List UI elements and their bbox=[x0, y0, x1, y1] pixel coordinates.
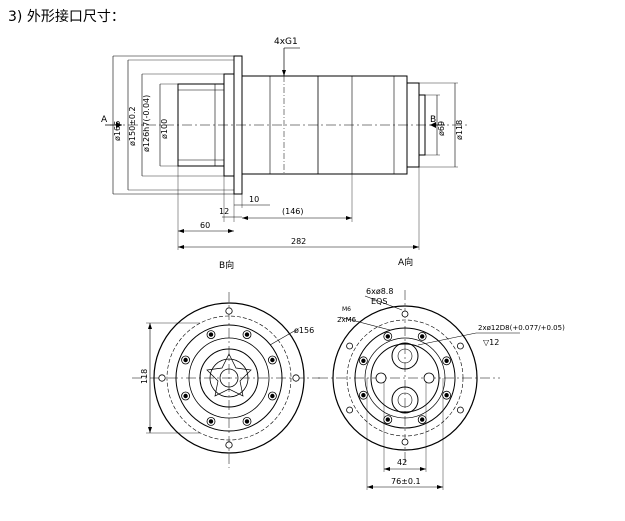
a-pin-bore-bottom bbox=[391, 386, 419, 414]
b-outer-bolt-hole bbox=[292, 374, 300, 382]
b-outer-bolt-hole bbox=[225, 307, 233, 315]
a-inner-bolt-core bbox=[444, 393, 449, 398]
view-b-labels: ø156 118 bbox=[140, 326, 314, 384]
a-pin-holes-label: 2xø12D8(+0.077/+0.05) bbox=[478, 324, 565, 332]
b-inner-bolt-core bbox=[208, 332, 214, 337]
a-outer-bolt-hole bbox=[346, 406, 354, 414]
a-inner-bolt-core bbox=[420, 334, 425, 339]
view-a-title: A向 bbox=[398, 256, 413, 268]
a-outer-bolt-hole bbox=[401, 438, 409, 446]
a-flat-bottom-label: 2xM6 bbox=[337, 316, 357, 324]
a-flat-top-label: M6 bbox=[342, 306, 351, 313]
a-pin-depth-label: ▽12 bbox=[483, 338, 499, 347]
b-dia-156-label: ø156 bbox=[294, 326, 314, 335]
a-inner-bolt-core bbox=[420, 417, 425, 422]
b-inner-bolt-core bbox=[183, 357, 188, 363]
view-b bbox=[132, 292, 320, 468]
input-bore bbox=[418, 94, 426, 156]
a-dim-76-label: 76±0.1 bbox=[391, 477, 421, 486]
b-dim-118-label: 118 bbox=[140, 369, 149, 384]
dim-60-label: 60 bbox=[200, 221, 210, 230]
a-eqs-label: EQS bbox=[371, 297, 387, 306]
dim-12-label: 12 bbox=[219, 207, 229, 216]
view-a-holes bbox=[346, 310, 464, 446]
view-b-holes bbox=[158, 307, 300, 449]
a-outer-bolt-hole bbox=[456, 406, 464, 414]
side-view-labels: 4xG1 A B ø166 ø150±0.2 ø126h7(-0.04) ø10… bbox=[101, 37, 464, 271]
a-outer-bolt-hole bbox=[346, 342, 354, 350]
view-a-labels: 6xø8.8 EQS M6 2xM6 2xø12D8(+0.077/+0.05)… bbox=[337, 287, 565, 486]
view-b-title: B向 bbox=[219, 259, 234, 271]
dia-69-label: ø69 bbox=[437, 121, 446, 136]
b-outer-bolt-hole bbox=[158, 374, 166, 382]
dim-282-label: 282 bbox=[291, 237, 306, 246]
a-outer-flange bbox=[332, 305, 478, 451]
a-inner-bolt-core bbox=[361, 358, 366, 363]
a-pin-bore-top bbox=[391, 342, 419, 370]
a-holes-label: 6xø8.8 bbox=[366, 287, 393, 296]
page-heading: 3) 外形接口尺寸： bbox=[8, 9, 125, 25]
a-inner-bolt-core bbox=[385, 417, 390, 422]
a-inner-bolt-core bbox=[444, 358, 449, 363]
dim-146-label: (146) bbox=[282, 207, 304, 216]
a-outer-bolt-hole bbox=[456, 342, 464, 350]
a-side-port bbox=[423, 372, 435, 384]
a-inner-bolt-core bbox=[385, 334, 390, 339]
a-outer-bolt-hole bbox=[401, 310, 409, 318]
dia-126-label: ø126h7(-0.04) bbox=[142, 95, 151, 152]
b-outer-bolt-hole bbox=[225, 441, 233, 449]
thread-callout: 4xG1 bbox=[274, 37, 298, 47]
b-outer-flange bbox=[153, 302, 305, 454]
side-view bbox=[105, 47, 470, 250]
a-inner-bolt-core bbox=[361, 393, 366, 398]
b-inner-bolt-core bbox=[208, 419, 214, 424]
b-inner-bolt-core bbox=[183, 393, 188, 399]
dia-150-label: ø150±0.2 bbox=[128, 106, 137, 146]
dia-118-label: ø118 bbox=[455, 120, 464, 140]
b-inner-bolt-core bbox=[244, 419, 250, 424]
b-inner-bolt-core bbox=[244, 332, 250, 337]
a-side-port bbox=[375, 372, 387, 384]
b-inner-bolt-core bbox=[270, 393, 275, 399]
view-a bbox=[318, 290, 520, 490]
b-inner-bolt-core bbox=[270, 357, 275, 363]
side-label-a: A bbox=[101, 115, 108, 125]
a-dim-42-label: 42 bbox=[397, 458, 407, 467]
dim-10-label: 10 bbox=[249, 195, 259, 204]
dia-166-label: ø166 bbox=[113, 121, 122, 141]
side-label-b: B bbox=[430, 115, 436, 125]
dia-100-label: ø100 bbox=[160, 119, 169, 139]
